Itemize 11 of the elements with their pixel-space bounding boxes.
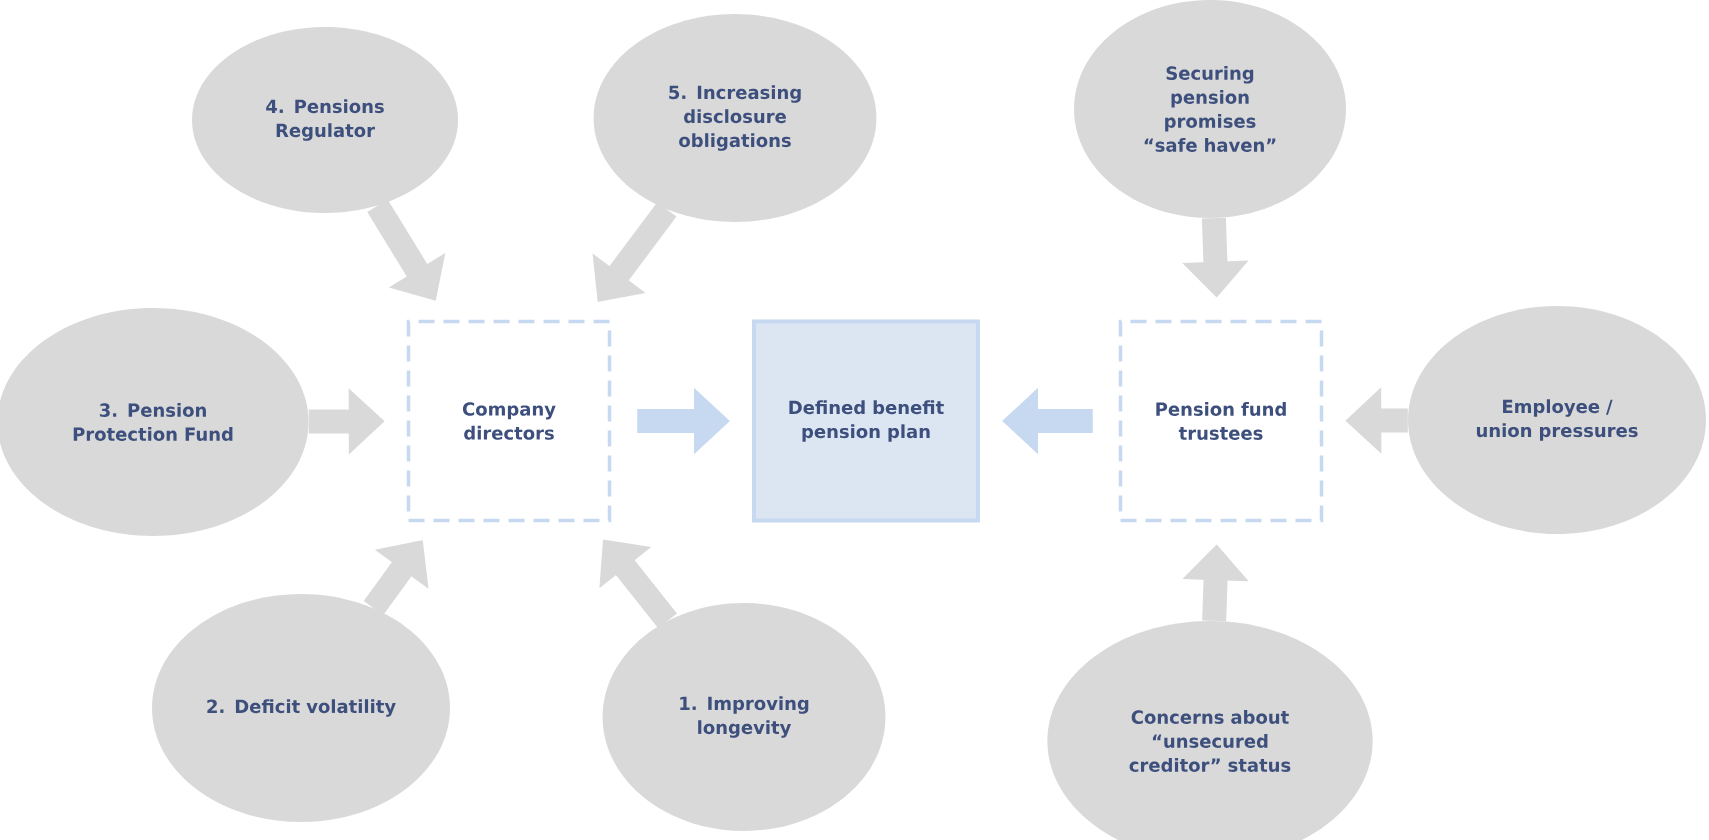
- ellipse-bubble: 1. Improving longevity: [602, 603, 886, 831]
- dashed-box: Pension fund trustees: [1118, 319, 1324, 523]
- ellipse-bubble: 4. Pensions Regulator: [192, 27, 458, 213]
- process-box: Defined benefit pension plan: [752, 319, 980, 523]
- ellipse-bubble: 2. Deficit volatility: [152, 594, 450, 822]
- ellipse-bubble: 5. Increasing disclosure obligations: [593, 14, 877, 222]
- ellipse-bubble: Securing pension promises “safe haven”: [1074, 0, 1346, 218]
- ellipse-bubble: Employee / union pressures: [1408, 306, 1706, 534]
- dashed-box: Company directors: [406, 319, 612, 523]
- ellipse-bubble: Concerns about “unsecured creditor” status: [1047, 621, 1373, 840]
- ellipse-bubble: 3. Pension Protection Fund: [0, 308, 309, 536]
